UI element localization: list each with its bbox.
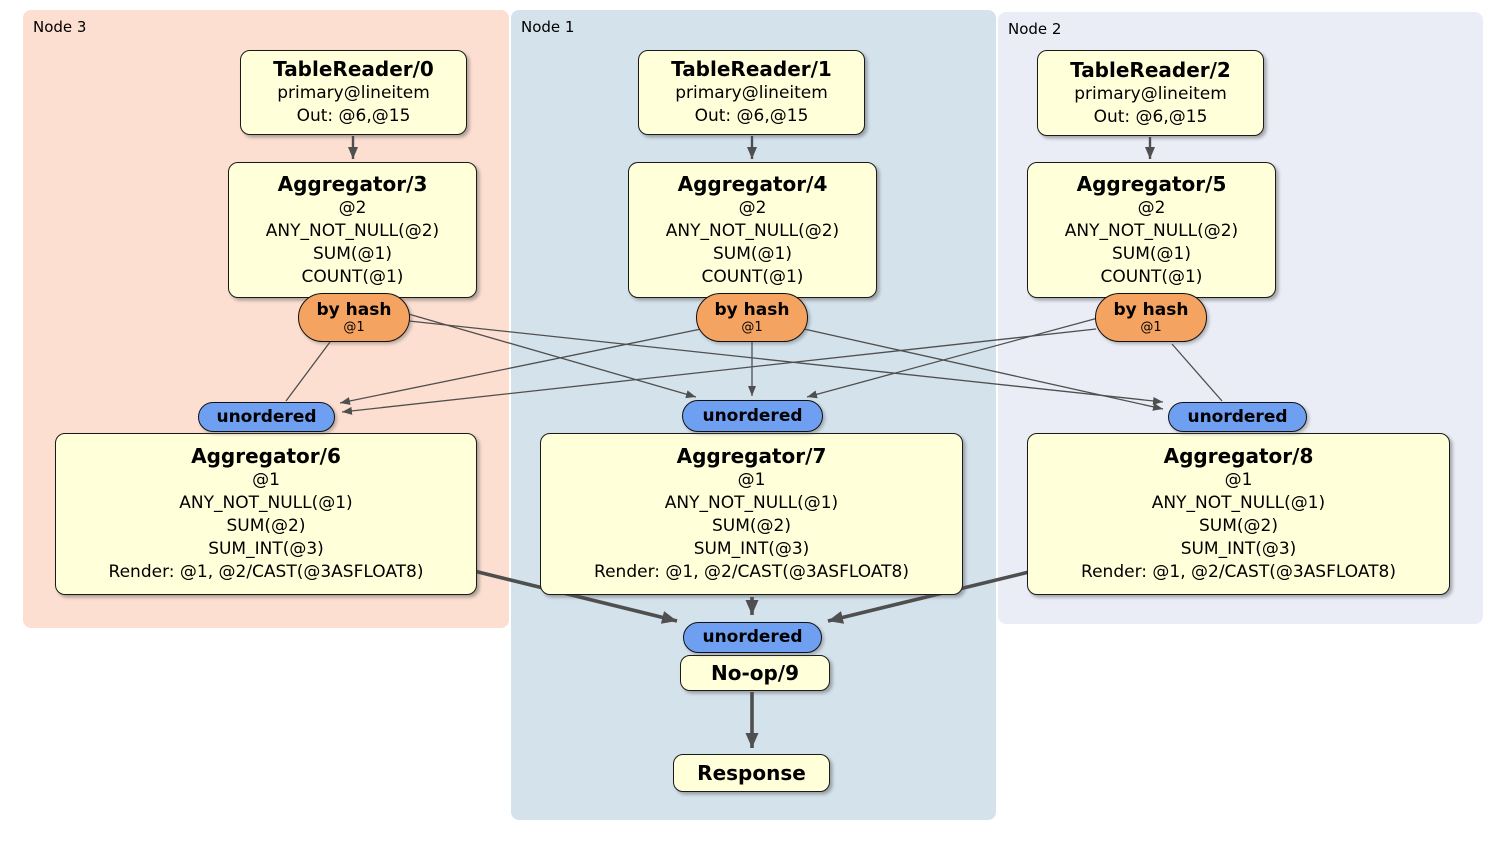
edge-agg8-sync4: [827, 570, 1030, 624]
processor-aggregator-5: Aggregator/5 @2 ANY_NOT_NULL(@2) SUM(@1)…: [1027, 162, 1276, 298]
processor-detail: ANY_NOT_NULL(@2): [265, 220, 440, 241]
processor-title: Aggregator/6: [191, 444, 341, 468]
edge-router1-sync1: [285, 341, 331, 402]
processor-aggregator-3: Aggregator/3 @2 ANY_NOT_NULL(@2) SUM(@1)…: [228, 162, 477, 298]
processor-title: No-op/9: [710, 660, 800, 685]
router-by-hash-2: by hash @1: [1095, 293, 1207, 342]
processor-detail: ANY_NOT_NULL(@1): [1151, 493, 1326, 513]
sync-label: unordered: [702, 405, 803, 426]
processor-detail: SUM_INT(@3): [693, 539, 810, 559]
processor-noop-9: No-op/9: [680, 655, 830, 691]
processor-detail: @1: [252, 470, 280, 490]
sync-unordered-2: unordered: [1168, 402, 1307, 432]
processor-detail: primary@lineitem: [277, 83, 430, 103]
processor-detail: Render: @1, @2/CAST(@3ASFLOAT8): [108, 562, 424, 582]
processor-detail: SUM(@2): [712, 516, 791, 536]
sync-unordered-0: unordered: [198, 402, 335, 432]
processor-detail: @1: [737, 470, 766, 490]
processor-title: Aggregator/8: [1163, 444, 1314, 468]
edge-router3-sync3: [1171, 343, 1223, 402]
processor-detail: SUM_INT(@3): [1180, 539, 1297, 559]
processor-tablereader-1: TableReader/1 primary@lineitem Out: @6,@…: [638, 50, 865, 135]
router-detail: @1: [1140, 320, 1162, 335]
edge-router1-sync2: [404, 312, 697, 399]
processor-detail: primary@lineitem: [675, 83, 828, 103]
router-label: by hash: [714, 300, 790, 320]
processor-title: Aggregator/5: [1076, 171, 1227, 196]
edge-router3-sync1: [341, 328, 1097, 415]
processor-detail: COUNT(@1): [301, 266, 404, 287]
processor-detail: SUM(@2): [226, 516, 306, 536]
router-detail: @1: [343, 320, 365, 335]
region-node3-label: Node 3: [33, 18, 87, 36]
router-by-hash-1: by hash @1: [696, 293, 808, 342]
processor-detail: Out: @6,@15: [694, 106, 809, 126]
sync-label: unordered: [216, 406, 317, 427]
processor-tablereader-2: TableReader/2 primary@lineitem Out: @6,@…: [1037, 50, 1264, 136]
processor-title: Aggregator/7: [676, 444, 827, 468]
router-label: by hash: [316, 300, 392, 320]
processor-detail: ANY_NOT_NULL(@1): [179, 493, 353, 513]
processor-detail: SUM(@1): [713, 243, 792, 264]
processor-title: Aggregator/3: [277, 171, 428, 196]
processor-detail: ANY_NOT_NULL(@2): [1064, 220, 1239, 241]
sync-unordered-1: unordered: [682, 400, 823, 432]
processor-detail: @1: [1224, 470, 1253, 490]
processor-detail: Out: @6,@15: [1093, 106, 1208, 127]
processor-detail: Render: @1, @2/CAST(@3ASFLOAT8): [1081, 562, 1396, 582]
processor-tablereader-0: TableReader/0 primary@lineitem Out: @6,@…: [240, 50, 467, 135]
edge-router1-sync3: [408, 320, 1164, 405]
processor-detail: Render: @1, @2/CAST(@3ASFLOAT8): [594, 562, 909, 582]
processor-detail: SUM(@2): [1199, 516, 1278, 536]
region-node1-label: Node 1: [521, 18, 575, 36]
sync-unordered-3: unordered: [683, 622, 822, 653]
processor-detail: Out: @6,@15: [296, 106, 411, 126]
processor-detail: @2: [738, 197, 767, 218]
processor-detail: SUM_INT(@3): [208, 539, 324, 559]
processor-title: Response: [697, 760, 806, 785]
processor-aggregator-6: Aggregator/6 @1 ANY_NOT_NULL(@1) SUM(@2)…: [55, 433, 477, 595]
processor-title: Aggregator/4: [677, 171, 828, 196]
region-node2-label: Node 2: [1008, 20, 1062, 38]
processor-detail: primary@lineitem: [1074, 83, 1227, 104]
processor-aggregator-4: Aggregator/4 @2 ANY_NOT_NULL(@2) SUM(@1)…: [628, 162, 877, 298]
processor-detail: ANY_NOT_NULL(@1): [664, 493, 839, 513]
processor-response: Response: [673, 754, 830, 792]
edge-agg6-sync4: [473, 569, 678, 624]
processor-detail: COUNT(@1): [1100, 266, 1203, 287]
processor-detail: SUM(@1): [313, 243, 392, 264]
processor-aggregator-8: Aggregator/8 @1 ANY_NOT_NULL(@1) SUM(@2)…: [1027, 433, 1450, 595]
processor-detail: ANY_NOT_NULL(@2): [665, 220, 840, 241]
router-by-hash-0: by hash @1: [298, 293, 410, 342]
edge-router2-sync1: [339, 328, 702, 405]
processor-detail: SUM(@1): [1112, 243, 1191, 264]
processor-aggregator-7: Aggregator/7 @1 ANY_NOT_NULL(@1) SUM(@2)…: [540, 433, 963, 595]
processor-title: TableReader/2: [1070, 57, 1231, 82]
processor-detail: @2: [338, 197, 367, 218]
edge-router3-sync2: [806, 317, 1099, 399]
processor-detail: @2: [1137, 197, 1166, 218]
sync-label: unordered: [1187, 406, 1288, 427]
router-detail: @1: [741, 320, 763, 335]
edge-router2-sync3: [803, 328, 1164, 411]
sync-label: unordered: [702, 627, 803, 647]
router-label: by hash: [1113, 300, 1189, 320]
processor-title: TableReader/0: [273, 57, 434, 81]
processor-detail: COUNT(@1): [701, 266, 804, 287]
processor-title: TableReader/1: [671, 57, 832, 81]
